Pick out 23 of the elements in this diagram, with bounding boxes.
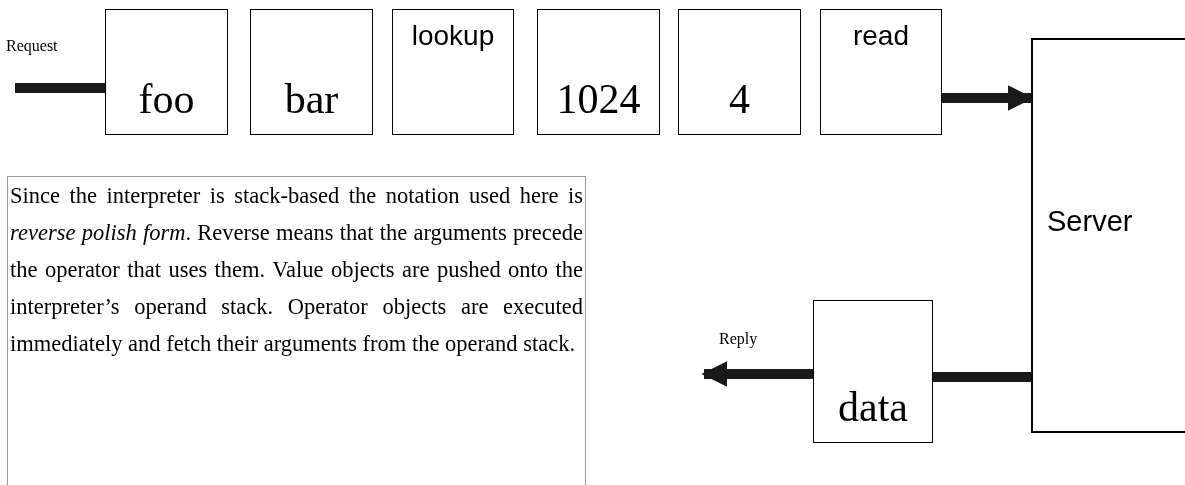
box-label: foo [137, 78, 196, 120]
box-label: 1024 [555, 78, 642, 120]
process-box [820, 9, 942, 135]
box-label: lookup [410, 22, 496, 50]
process-box [105, 9, 228, 135]
connector-line [15, 83, 105, 93]
arrow [701, 361, 813, 387]
process-box [813, 300, 933, 443]
process-box [537, 9, 660, 135]
box-label: 4 [728, 78, 751, 120]
process-box [392, 9, 514, 135]
text-box [7, 176, 586, 485]
paragraph: Since the interpreter is stack-based the notation used here is reverse polish form. Reverse means that the arguments precede the operator that uses them. Value objects are pushed onto the interpreter’s operand stack. Operator objects are executed immediately and fetch their arguments from the operand stack. [10, 182, 583, 358]
process-box [1031, 38, 1185, 433]
process-box [250, 9, 373, 135]
box-label: bar [283, 78, 340, 120]
box-label: data [837, 386, 909, 428]
edge-label: Request [6, 37, 58, 55]
edge-label: Reply [719, 330, 758, 348]
process-box [678, 9, 801, 135]
connector-line [933, 372, 1031, 382]
box-label: read [851, 22, 910, 50]
box-label: Server [1047, 207, 1134, 236]
